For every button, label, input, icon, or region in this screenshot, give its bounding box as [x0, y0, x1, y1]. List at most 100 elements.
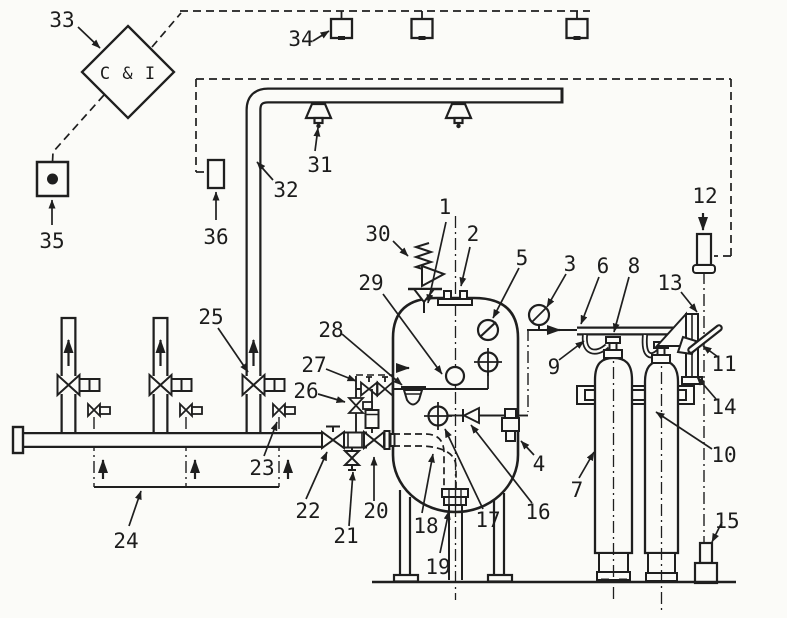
sprinkler-2-deflector: [456, 123, 461, 129]
frame-inner: [584, 389, 687, 401]
gas-cylinders: [593, 345, 680, 612]
dosing-valve-2: [376, 380, 394, 398]
label-30: 30: [365, 222, 390, 246]
label-20: 20: [363, 499, 388, 523]
leader-15: [711, 521, 723, 543]
actuator-base: [692, 264, 716, 274]
label-27: 27: [301, 353, 326, 377]
leader-3: [546, 273, 567, 308]
internal-pipe-outer: [393, 433, 445, 488]
wall-flange-2: [389, 433, 396, 447]
leader-1: [426, 221, 447, 304]
main-pipe-end-cap: [11, 425, 25, 455]
wire-controller-to-bus: [151, 12, 182, 48]
leader-28: [341, 333, 403, 386]
leader-7: [578, 451, 595, 479]
label-15: 15: [714, 509, 739, 533]
label-8: 8: [628, 254, 641, 278]
label-3: 3: [564, 252, 577, 276]
leader-4: [520, 440, 535, 456]
cyl-valve-1-neck: [608, 342, 618, 351]
leader-6: [580, 276, 600, 325]
dosing-valve-stems: [366, 376, 388, 382]
leader-25: [217, 327, 249, 373]
leader-17: [444, 428, 484, 510]
flange-bolt-right: [459, 290, 468, 300]
valve-26-actuator: [362, 401, 373, 410]
leader-22: [305, 451, 328, 500]
drain-valve-21-stem: [348, 465, 356, 471]
detector-stems: [340, 11, 578, 19]
label-21: 21: [333, 524, 358, 548]
remote-actuator-12: [692, 213, 716, 274]
leader-16: [470, 424, 533, 504]
safety-valve-spring: [412, 242, 435, 272]
label-14: 14: [711, 395, 736, 419]
leader-lines: [48, 26, 723, 554]
leader-33: [77, 26, 101, 49]
leader-18: [421, 453, 435, 514]
cyl-valve-2-base: [651, 354, 671, 364]
control-unit-diamond: [80, 24, 176, 120]
internal-feed-pipe: [393, 433, 457, 488]
flange-bar: [437, 298, 473, 306]
leader-26: [317, 393, 346, 403]
leader-2: [459, 246, 471, 287]
valve-20: [363, 429, 385, 451]
drain-flange-bolts: [448, 489, 462, 505]
internal-pipe-inner: [393, 445, 457, 488]
label-7: 7: [571, 478, 584, 502]
leader-31: [313, 127, 321, 152]
leader-24: [128, 490, 142, 527]
wire-controller-to-callpoint: [51, 94, 105, 163]
feed-valve-train: [321, 425, 396, 471]
label-36: 36: [203, 225, 228, 249]
dosing-valve-pair: [360, 376, 394, 398]
gauge-connection-upper-cross: [474, 348, 502, 376]
label-1: 1: [439, 195, 452, 219]
sprinkler-bell-1: [304, 102, 333, 120]
tank-leg-right: [492, 493, 506, 575]
manual-call-point-35: [35, 160, 70, 198]
release-mechanism: [654, 311, 723, 385]
leader-34: [312, 30, 330, 42]
label-25: 25: [198, 305, 223, 329]
label-31: 31: [307, 153, 332, 177]
riser-test-valves: [87, 401, 296, 419]
label-4: 4: [533, 452, 546, 476]
leader-27: [325, 368, 357, 382]
frame-outer: [576, 385, 695, 405]
leader-21: [348, 471, 356, 527]
label-11: 11: [711, 352, 736, 376]
detector-2: [410, 17, 434, 40]
pipe32-bore: [247, 89, 562, 376]
signal-device-36: [206, 158, 226, 190]
leader-29: [382, 293, 443, 375]
level-indicator-circle: [444, 365, 466, 387]
flange-bolt-left: [443, 290, 452, 300]
main-feed-pipe: [11, 425, 323, 455]
label-22: 22: [295, 499, 320, 523]
drain-flange-19: [441, 488, 469, 506]
label-17: 17: [475, 508, 500, 532]
sight-glass-needle: [479, 321, 497, 338]
label-16: 16: [525, 500, 550, 524]
label-34: 34: [288, 27, 313, 51]
leader-19: [439, 510, 451, 554]
valve-26-bowtie: [346, 397, 366, 414]
control-unit-33: C & I: [80, 24, 176, 120]
centerlines: [93, 272, 705, 543]
leader-5: [492, 267, 520, 319]
foam-pourer: [401, 386, 426, 406]
leader-9: [558, 340, 585, 361]
actuator-body: [695, 232, 713, 267]
label-28: 28: [318, 318, 343, 342]
test-valve-3-box: [284, 406, 296, 415]
strainer-flanges: [347, 432, 363, 448]
riser-flow-arrows: [63, 339, 259, 366]
sprinkler-bell-2: [444, 102, 473, 120]
label-23: 23: [249, 456, 274, 480]
label-13: 13: [657, 271, 682, 295]
